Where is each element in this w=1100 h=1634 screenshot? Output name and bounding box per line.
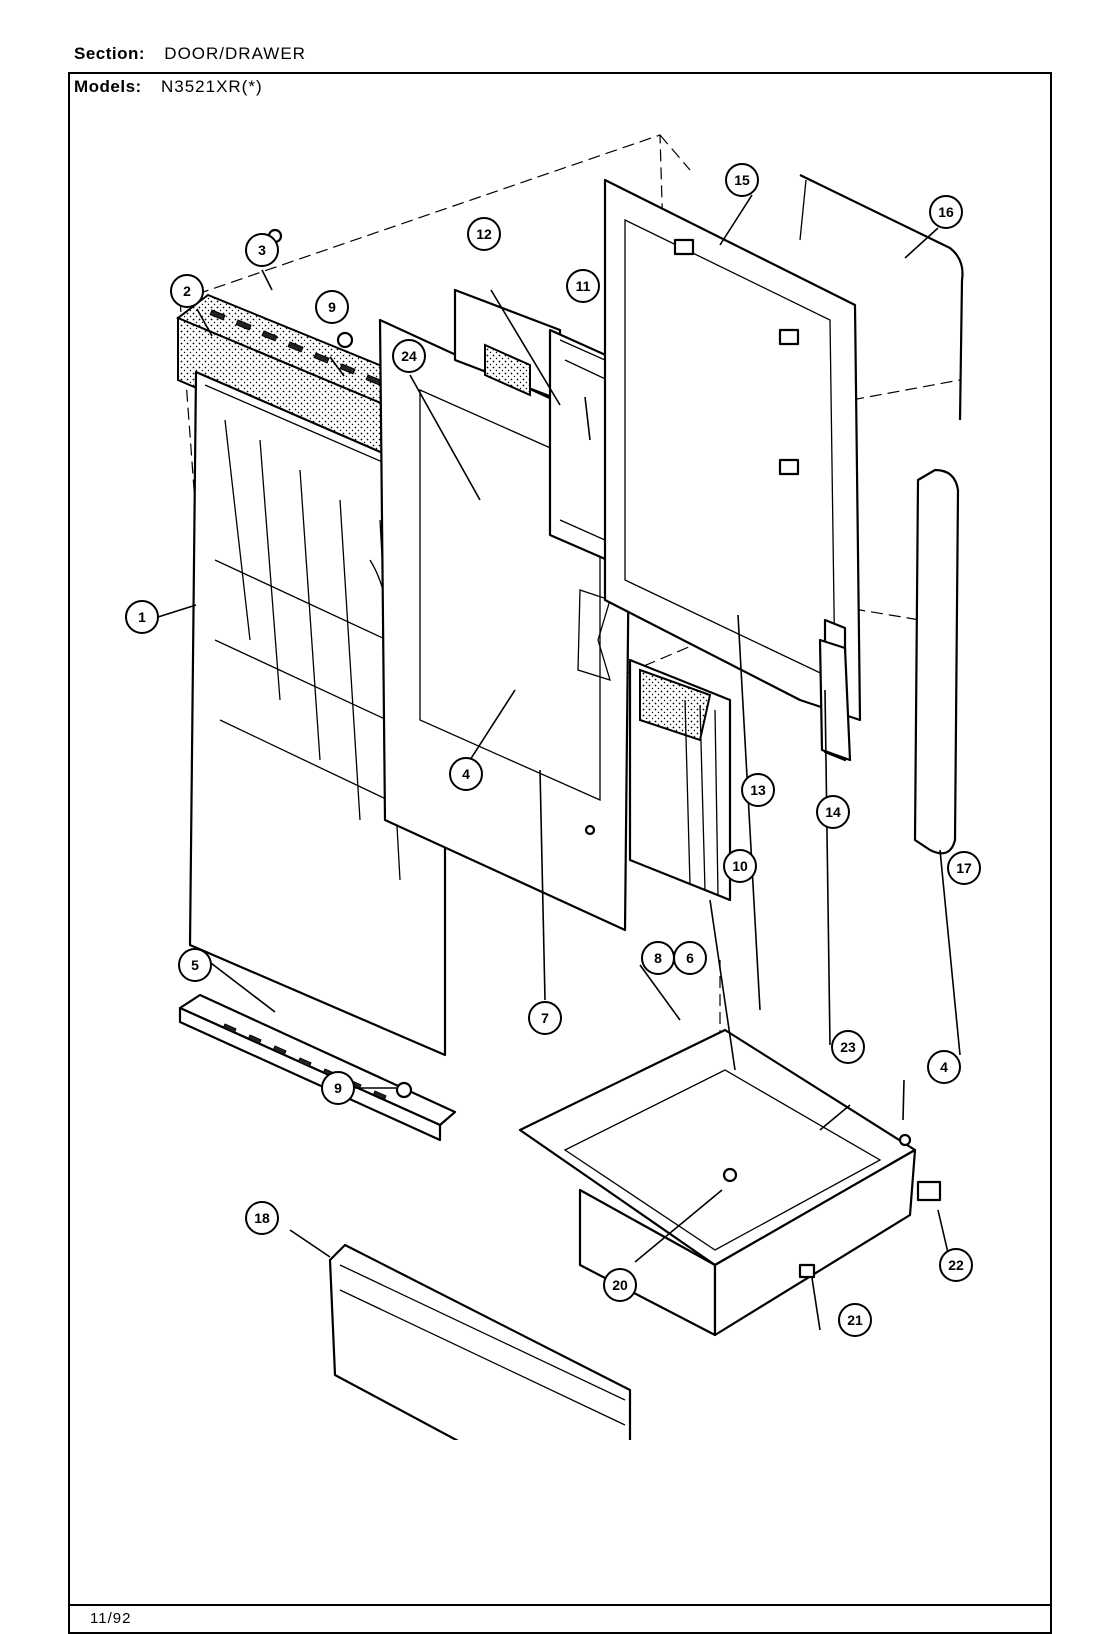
callout-4: 4: [449, 757, 483, 791]
svg-text:4: 4: [940, 1059, 948, 1075]
callout-9-upper: 9: [315, 290, 349, 324]
callout-9-lower: 9: [321, 1071, 355, 1105]
models-value: N3521XR(*): [160, 77, 263, 96]
svg-text:20: 20: [612, 1277, 628, 1293]
svg-text:22: 22: [948, 1257, 964, 1273]
svg-text:8: 8: [654, 950, 662, 966]
svg-text:6: 6: [686, 950, 694, 966]
callout-14: 14: [816, 795, 850, 829]
callout-23: 23: [831, 1030, 865, 1064]
callout-22: 22: [939, 1248, 973, 1282]
svg-text:1: 1: [138, 609, 146, 625]
svg-text:3: 3: [258, 242, 266, 258]
callout-10: 10: [723, 849, 757, 883]
callout-15: 15: [725, 163, 759, 197]
svg-text:5: 5: [191, 957, 199, 973]
svg-text:24: 24: [401, 348, 417, 364]
callout-16: 16: [929, 195, 963, 229]
svg-text:7: 7: [541, 1010, 549, 1026]
svg-text:23: 23: [840, 1039, 856, 1055]
svg-text:10: 10: [732, 858, 748, 874]
section-value: DOOR/DRAWER: [164, 44, 306, 63]
svg-text:13: 13: [750, 782, 766, 798]
callout-21: 21: [838, 1303, 872, 1337]
callout-7: 7: [528, 1001, 562, 1035]
svg-text:11: 11: [576, 278, 591, 294]
drawer-front-part: [328, 1243, 632, 1440]
callout-24: 24: [392, 339, 426, 373]
models-line: Models: N3521XR(*): [74, 77, 263, 97]
svg-text:21: 21: [847, 1312, 863, 1328]
section-label: Section:: [74, 44, 146, 63]
exploded-parts-diagram: 1 2 3 4 5 6 7 8 9 9 10 11 12 13 14 15 16…: [125, 134, 981, 1440]
callout-2: 2: [170, 274, 204, 308]
footer-rule: [68, 1604, 1052, 1606]
part-callouts: 1 2 3 4 5 6 7 8 9 9 10 11 12 13 14 15 16…: [125, 163, 981, 1337]
svg-text:16: 16: [938, 204, 954, 220]
svg-text:9: 9: [334, 1080, 342, 1096]
svg-text:4: 4: [462, 766, 470, 782]
svg-text:17: 17: [956, 860, 972, 876]
callout-4-drawer: 4: [927, 1050, 961, 1084]
svg-text:9: 9: [328, 299, 336, 315]
models-label: Models:: [74, 77, 142, 96]
callout-18: 18: [245, 1201, 279, 1235]
callout-17: 17: [947, 851, 981, 885]
callout-8: 8: [641, 941, 675, 975]
svg-text:14: 14: [825, 804, 841, 820]
svg-text:18: 18: [254, 1210, 270, 1226]
callout-leader-lines: [157, 194, 961, 1331]
svg-text:12: 12: [476, 226, 492, 242]
side-trim-part: [818, 468, 960, 855]
callout-12: 12: [467, 217, 501, 251]
svg-text:15: 15: [734, 172, 750, 188]
svg-text:2: 2: [183, 283, 191, 299]
callout-11: 11: [566, 269, 600, 303]
footer-date: 11/92: [90, 1610, 132, 1627]
callout-20: 20: [603, 1268, 637, 1302]
callout-13: 13: [741, 773, 775, 807]
door-gasket-part: [799, 174, 964, 421]
callout-3: 3: [245, 233, 279, 267]
callout-5: 5: [178, 948, 212, 982]
callout-1: 1: [125, 600, 159, 634]
callout-6: 6: [673, 941, 707, 975]
insulation-part: [453, 288, 732, 902]
drawer-pan-part: [518, 1028, 942, 1337]
section-line: Section: DOOR/DRAWER: [74, 44, 306, 64]
